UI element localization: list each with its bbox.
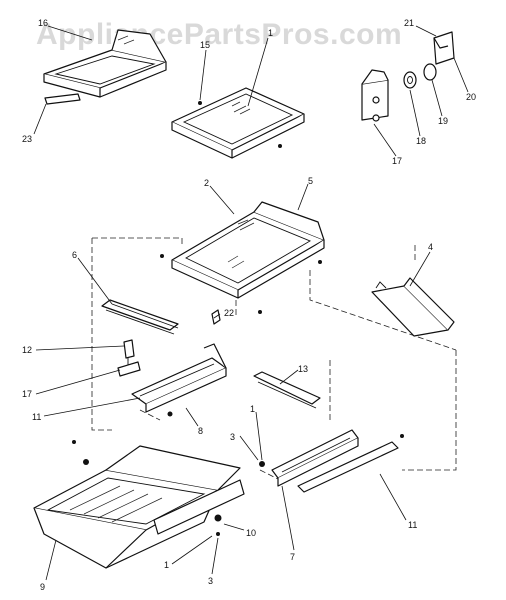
callout-1-top: 1 [268,28,273,38]
part-1-glass-shelf-top [171,87,305,159]
callout-labels: 16 15 1 21 20 19 18 17 23 2 5 6 4 22 12 … [22,18,476,592]
callout-3-mid: 3 [230,432,235,442]
callout-17-mid: 17 [22,389,32,399]
part-6-side-rail [101,299,179,335]
assembly-dashed-lines [91,237,457,481]
callout-3-bottom: 3 [208,576,213,586]
callout-17-top: 17 [392,156,402,166]
callout-leader-lines [33,25,469,581]
callout-7: 7 [290,552,295,562]
callout-21: 21 [404,18,414,28]
part-5-main-shelf [160,201,325,314]
callout-5: 5 [308,176,313,186]
callout-6: 6 [72,250,77,260]
callout-2: 2 [204,178,209,188]
callout-19: 19 [438,116,448,126]
callout-1-bottom: 1 [164,560,169,570]
callout-9: 9 [40,582,45,592]
watermark-text: AppliancePartsPros.com [36,18,402,51]
callout-8: 8 [198,426,203,436]
callout-11-left: 11 [32,412,41,422]
part-13-center-rail [253,371,321,409]
callout-13: 13 [298,364,308,374]
callout-4: 4 [428,242,433,252]
part-7-11-lower-slides [259,429,404,493]
callout-23: 23 [22,134,32,144]
callout-18: 18 [416,136,426,146]
callout-20: 20 [466,92,476,102]
part-9-10-crisper-drawers [33,440,245,569]
part-4-rear-rail [371,277,455,337]
part-16-top-shelf [43,29,167,98]
callout-1-mid: 1 [250,404,255,414]
callout-15: 15 [200,40,210,50]
callout-12: 12 [22,345,32,355]
part-23-trim-strip [44,93,81,105]
callout-11-right: 11 [408,520,417,530]
callout-10: 10 [246,528,256,538]
bracket-assembly-top-right [361,31,455,122]
callout-22: 22 [224,308,234,318]
callout-16: 16 [38,18,48,28]
part-8-drawer-slide [131,343,227,417]
